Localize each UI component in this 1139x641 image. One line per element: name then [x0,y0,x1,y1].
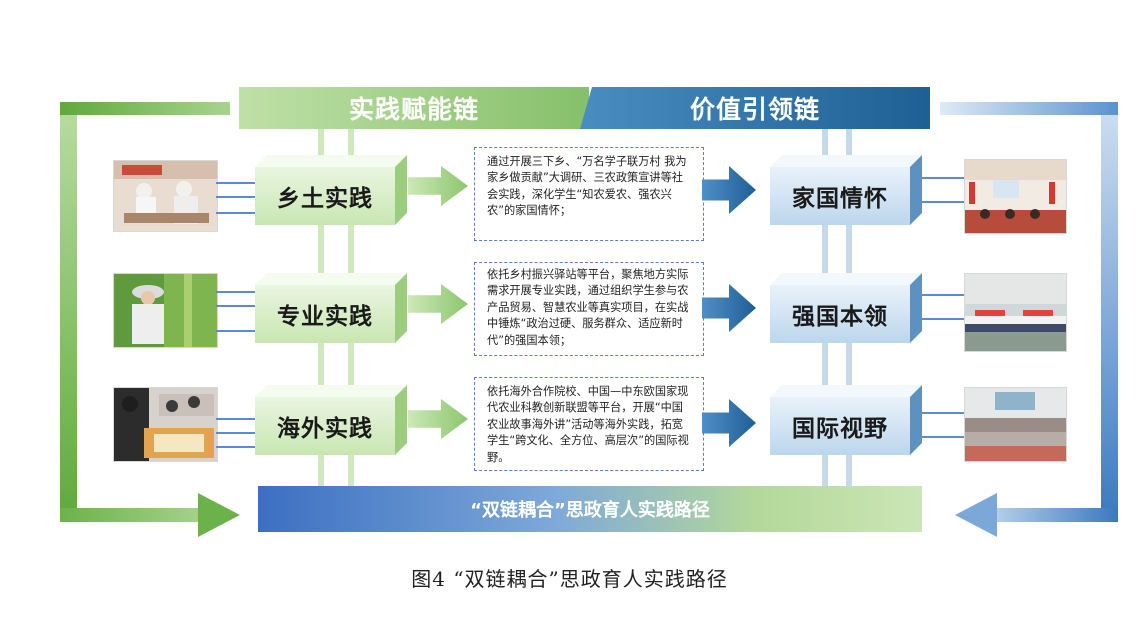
box-side-face [910,155,922,225]
connector-line [922,201,964,203]
arrow-right-blue [702,284,756,332]
box-top-face [770,273,922,285]
value-label: 强国本领 [770,285,910,343]
connector-line [216,418,272,420]
connector-line [216,432,272,434]
loop-arrow-left-top [60,102,230,115]
photo-right-2 [964,273,1067,352]
box-top-face [770,155,922,167]
arrow-right-blue [702,166,756,214]
practice-box-3: 海外实践 [255,385,407,455]
arrow-right-green [408,284,468,324]
arrow-right-blue [702,399,756,447]
value-label: 家国情怀 [770,167,910,225]
description-box-2: 依托乡村振兴驿站等平台，聚焦地方实际需求开展专业实践，通过组织学生参与农产品贸易… [474,262,704,356]
value-label: 国际视野 [770,397,910,455]
photo-left-2 [113,273,218,348]
box-top-face [255,155,407,167]
photo-right-1 [964,159,1067,234]
arrow-right-green [408,399,468,439]
loop-arrow-right-bottom [990,508,1118,522]
loop-arrowhead-left [198,493,240,537]
header-practice-chain: 实践赋能链 [239,87,589,129]
header-value-chain: 价值引领链 [580,87,930,129]
value-box-1: 家国情怀 [770,155,922,225]
connector-line [922,412,964,414]
value-box-3: 国际视野 [770,385,922,455]
loop-arrow-left-bottom [60,508,210,522]
practice-label: 专业实践 [255,285,395,343]
arrow-right-green [408,166,468,206]
photo-left-3 [113,387,218,462]
box-side-face [395,273,407,343]
photo-left-1 [113,160,218,232]
connector-line [216,330,272,332]
figure-caption: 图4 “双链耦合”思政育人实践路径 [411,567,728,591]
value-box-2: 强国本领 [770,273,922,343]
practice-label: 海外实践 [255,397,395,455]
connector-line [922,436,964,438]
box-top-face [770,385,922,397]
box-side-face [395,155,407,225]
connector-line [216,196,272,198]
connector-line [216,182,272,184]
connector-line [922,318,964,320]
practice-label: 乡土实践 [255,167,395,225]
description-box-3: 依托海外合作院校、中国—中东欧国家现代农业科教创新联盟等平台，开展“中国农业故事… [474,377,704,471]
loop-arrow-right-top [940,102,1118,115]
connector-line [216,446,272,448]
loop-arrow-right-vertical [1101,102,1118,522]
practice-box-2: 专业实践 [255,273,407,343]
connector-line [216,212,272,214]
box-side-face [910,273,922,343]
box-top-face [255,385,407,397]
bottom-summary-bar: “双链耦合”思政育人实践路径 [258,486,922,532]
loop-arrow-left-vertical [60,102,77,522]
box-top-face [255,273,407,285]
description-box-1: 通过开展三下乡、“万名学子联万村 我为家乡做贡献”大调研、三农政策宣讲等社会实践… [474,147,704,241]
connector-line [216,305,272,307]
connector-line [922,177,964,179]
loop-arrowhead-right [955,493,997,537]
box-side-face [910,385,922,455]
box-side-face [395,385,407,455]
connector-line [922,294,964,296]
connector-line [216,291,272,293]
practice-box-1: 乡土实践 [255,155,407,225]
photo-right-3 [964,387,1067,462]
